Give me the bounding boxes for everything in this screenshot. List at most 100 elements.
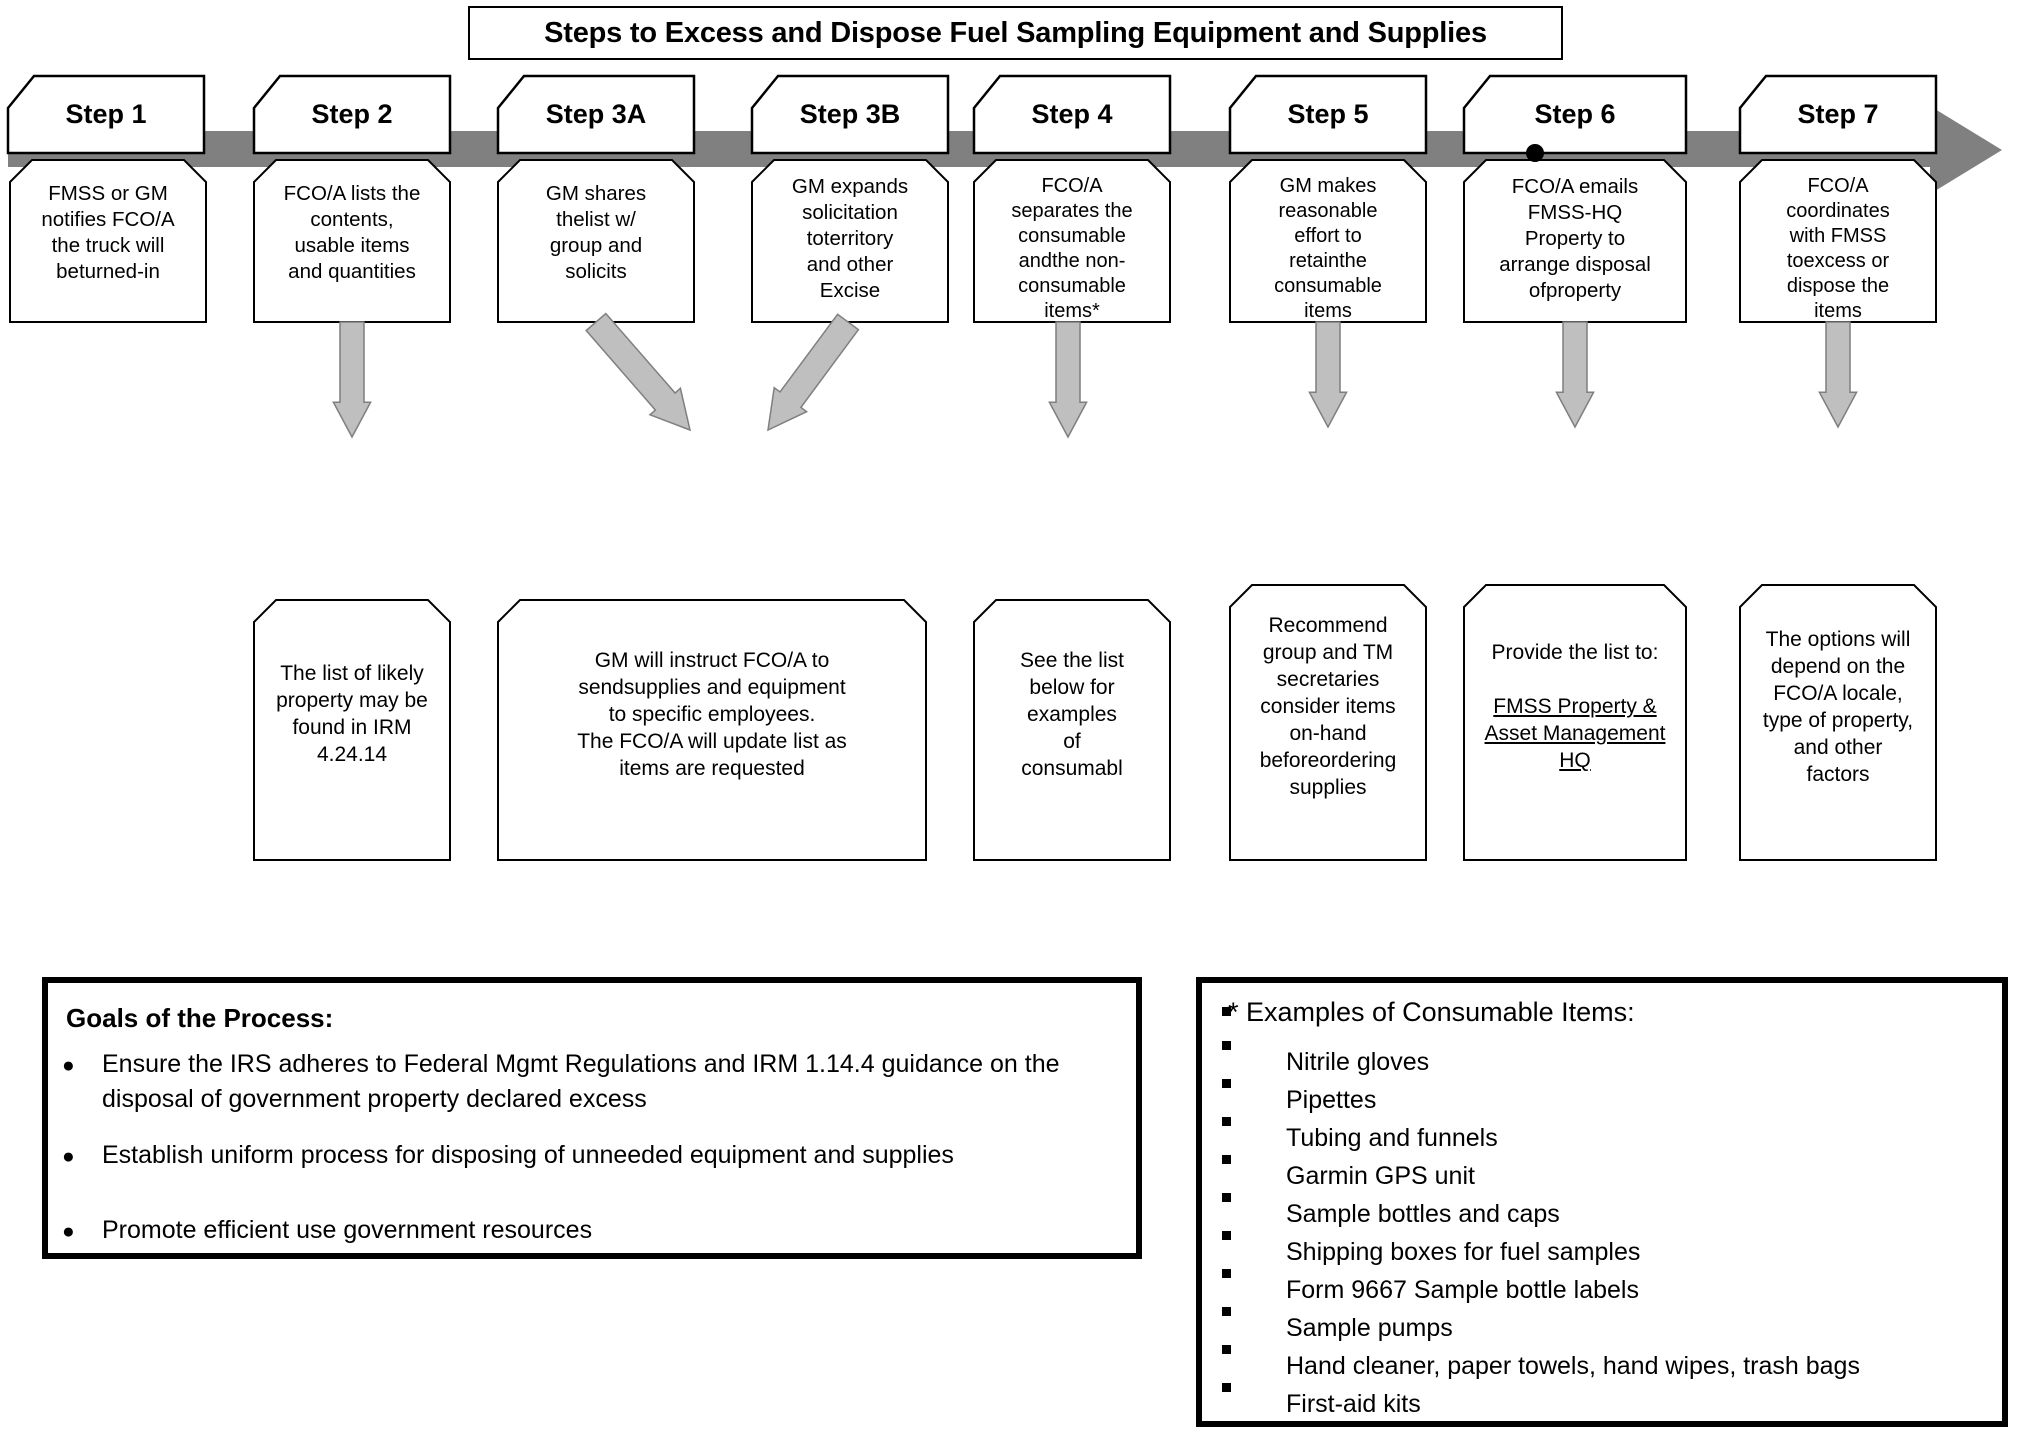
detail-line: FCO/A locale, (1773, 681, 1903, 705)
detail-line: group and TM (1262, 641, 1394, 664)
square-bullet-icon (1222, 1345, 1231, 1354)
example-item: Pipettes (1286, 1086, 1377, 1114)
description-line: FMSS or GM (48, 182, 168, 205)
goal-item: ●Promote efficient use government resour… (62, 1213, 1116, 1248)
example-item: Sample pumps (1286, 1314, 1453, 1342)
description-line: solicits (565, 260, 627, 283)
description-line: ofproperty (1528, 279, 1622, 302)
example-item: Nitrile gloves (1286, 1048, 1430, 1076)
goal-item: ●Establish uniform process for disposing… (62, 1138, 1116, 1173)
description-line: retainthe (1289, 250, 1367, 272)
bullet-icon: ● (62, 1145, 75, 1168)
description-line: with FMSS (1789, 225, 1887, 247)
example-item: Shipping boxes for fuel samples (1286, 1238, 1641, 1266)
description-line: andthe non- (1018, 250, 1126, 272)
process-arrow-head (1930, 106, 2002, 194)
description-line: consumable (1274, 275, 1382, 297)
goals-panel: Goals of the Process: ●Ensure the IRS ad… (42, 977, 1142, 1259)
square-bullet-icon (1222, 1193, 1231, 1202)
description-line: Property to (1524, 227, 1626, 250)
detail-line: of (1063, 729, 1081, 753)
example-item: Sample bottles and caps (1286, 1200, 1560, 1228)
goals-heading: Goals of the Process: (66, 1003, 334, 1033)
square-bullet-icon (1222, 1041, 1231, 1050)
description-line: dispose the (1786, 275, 1890, 297)
detail-line: factors (1806, 762, 1870, 786)
description-line: contents, (310, 208, 394, 231)
goal-text: Promote efficient use government resourc… (102, 1216, 593, 1244)
bullet-icon: ● (62, 1054, 75, 1077)
description-line: reasonable (1278, 200, 1378, 222)
step-header-7: Step 6 (1464, 76, 1686, 153)
detail-line: The FCO/A will update list as (577, 729, 847, 753)
detail-underlined-line: HQ (1559, 749, 1591, 772)
detail-line: Provide the list to: (1491, 641, 1659, 664)
step-label: Step 5 (1287, 99, 1369, 129)
square-bullet-icon (1222, 1231, 1231, 1240)
square-bullet-icon (1222, 1079, 1231, 1088)
detail-line: supplies (1289, 776, 1367, 799)
page-title: Steps to Excess and Dispose Fuel Samplin… (468, 6, 1563, 60)
detail-line: depend on the (1770, 654, 1906, 678)
description-line: coordinates (1786, 200, 1890, 222)
description-line: notifies FCO/A (41, 208, 175, 231)
step-header-5: Step 4 (974, 76, 1170, 153)
description-line: and quantities (288, 260, 416, 283)
step-header-4: Step 3B (752, 76, 948, 153)
description-line: consumable (1018, 275, 1126, 297)
detail-line: and other (1793, 735, 1883, 759)
description-line: FCO/A (1807, 175, 1869, 197)
step-label: Step 2 (311, 99, 393, 129)
detail-line: consider items (1260, 695, 1396, 718)
detail-line: Recommend (1268, 614, 1388, 637)
detail-line: to specific employees. (608, 702, 816, 726)
detail-line: beforeordering (1259, 749, 1397, 772)
detail-underlined-line: Asset Management (1484, 722, 1666, 745)
step-label: Step 3A (545, 99, 647, 129)
detail-line: 4.24.14 (316, 743, 388, 766)
detail-spacer (1470, 666, 1680, 693)
example-item: Garmin GPS unit (1286, 1162, 1475, 1190)
description-line: FCO/A emails (1511, 175, 1639, 198)
step-header-2: Step 2 (254, 76, 450, 153)
description-line: thelist w/ (556, 208, 636, 231)
description-line: solicitation (802, 201, 898, 224)
description-line: and other (806, 253, 894, 276)
description-line: items* (1044, 300, 1100, 322)
description-line: items (1814, 300, 1862, 322)
description-line: separates the (1011, 200, 1133, 222)
description-line: GM expands (791, 175, 909, 198)
step-detail-7: Provide the list to: FMSS Property & Asset… (1470, 639, 1680, 774)
step-label: Step 4 (1031, 99, 1113, 129)
examples-panel: * Examples of Consumable Items: Nitrile … (1196, 977, 2008, 1427)
description-line: FCO/A lists the (283, 182, 421, 205)
example-item: Tubing and funnels (1286, 1124, 1498, 1152)
description-line: GM makes (1279, 175, 1377, 197)
description-line: group and (549, 234, 643, 257)
description-line: usable items (294, 234, 410, 257)
step-header-6: Step 5 (1230, 76, 1426, 153)
description-line: the truck will (51, 234, 165, 257)
detail-line: items are requested (619, 756, 805, 780)
step-header-3: Step 3A (498, 76, 694, 153)
step-header-8: Step 7 (1740, 76, 1936, 153)
description-line: Excise (819, 279, 881, 302)
detail-line: The list of likely (280, 662, 424, 685)
step-header-1: Step 1 (8, 76, 204, 153)
detail-underlined-line: FMSS Property & (1493, 695, 1657, 718)
example-item: First-aid kits (1286, 1390, 1421, 1418)
detail-line: property may be (276, 689, 428, 712)
step-label: Step 6 (1534, 99, 1616, 129)
